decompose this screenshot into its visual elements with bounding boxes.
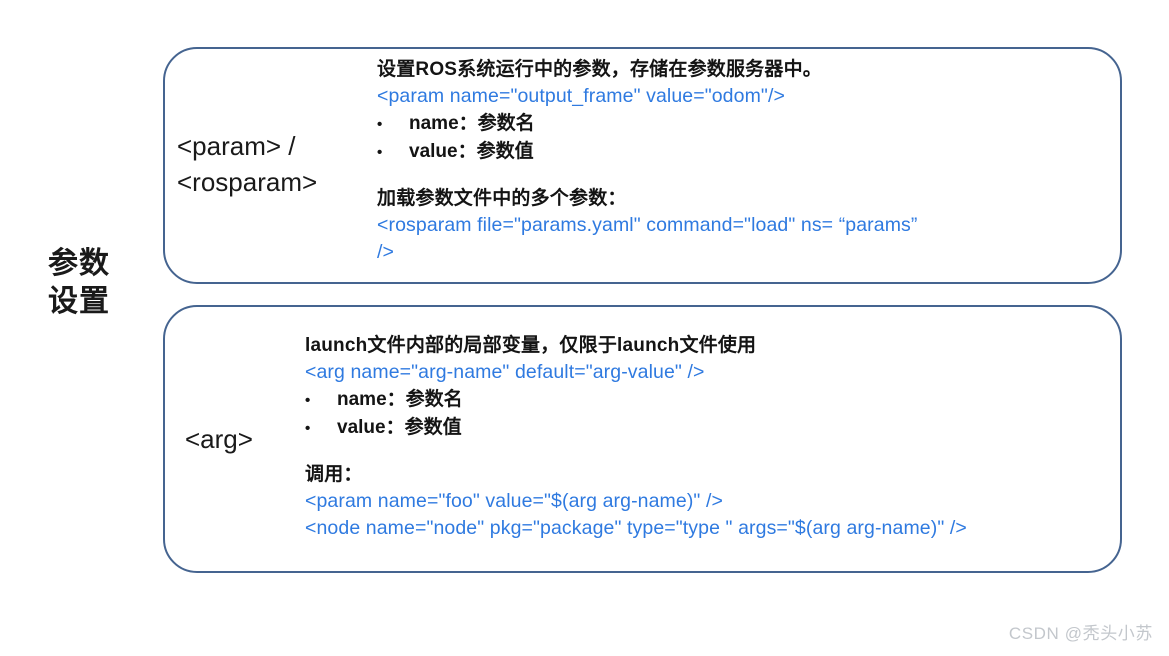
callout-box-arg (163, 305, 1122, 573)
param-bullet-name: • name：参数名 (377, 110, 1107, 138)
bullet-dot-icon: • (377, 116, 383, 133)
arg-spacer (305, 442, 1140, 461)
tag-label-arg-line-1: <arg> (185, 424, 253, 454)
param-code-example: <param name="output_frame" value="odom"/… (377, 85, 785, 107)
tag-label-param-line-2: <rosparam> (177, 166, 318, 197)
content-arg: launch文件内部的局部变量，仅限于launch文件使用 <arg name=… (305, 332, 1140, 542)
tag-label-arg: <arg> (185, 422, 253, 458)
arg-bullet-value: • value：参数值 (305, 414, 1140, 442)
bullet-dot-icon: • (305, 420, 311, 437)
bullet-dot-icon: • (305, 392, 311, 409)
content-param: 设置ROS系统运行中的参数，存储在参数服务器中。 <param name="ou… (377, 56, 1107, 266)
param-description: 设置ROS系统运行中的参数，存储在参数服务器中。 (377, 59, 822, 80)
group-label-line-2: 设置 (48, 285, 110, 319)
rosparam-code-close: /> (377, 241, 395, 263)
tag-label-param: <param> / <rosparam> (177, 129, 317, 201)
watermark: CSDN @秃头小苏 (1008, 624, 1153, 643)
param-spacer (377, 166, 1107, 185)
arg-bullet-name-text: name：参数名 (337, 389, 463, 410)
bullet-dot-icon: • (377, 144, 383, 161)
tag-label-param-line-1: <param> / (177, 131, 296, 161)
callout-box-param (163, 47, 1122, 284)
arg-usage-node-code: <node name="node" pkg="package" type="ty… (305, 517, 967, 539)
param-bullet-value-text: value：参数值 (409, 141, 534, 162)
arg-bullet-name: • name：参数名 (305, 386, 1140, 414)
arg-usage-param-code: <param name="foo" value="$(arg arg-name)… (305, 490, 723, 512)
arg-bullet-value-text: value：参数值 (337, 417, 462, 438)
rosparam-code-example: <rosparam file="params.yaml" command="lo… (377, 214, 918, 236)
arg-usage-label: 调用： (305, 464, 363, 485)
group-label: 参数 设置 (48, 245, 158, 322)
group-label-line-1: 参数 (48, 247, 110, 280)
arg-description: launch文件内部的局部变量，仅限于launch文件使用 (305, 335, 757, 356)
param-bullet-value: • value：参数值 (377, 138, 1107, 166)
param-bullet-name-text: name：参数名 (409, 113, 535, 134)
rosparam-description: 加载参数文件中的多个参数： (377, 188, 627, 209)
arg-code-example: <arg name="arg-name" default="arg-value"… (305, 361, 705, 383)
